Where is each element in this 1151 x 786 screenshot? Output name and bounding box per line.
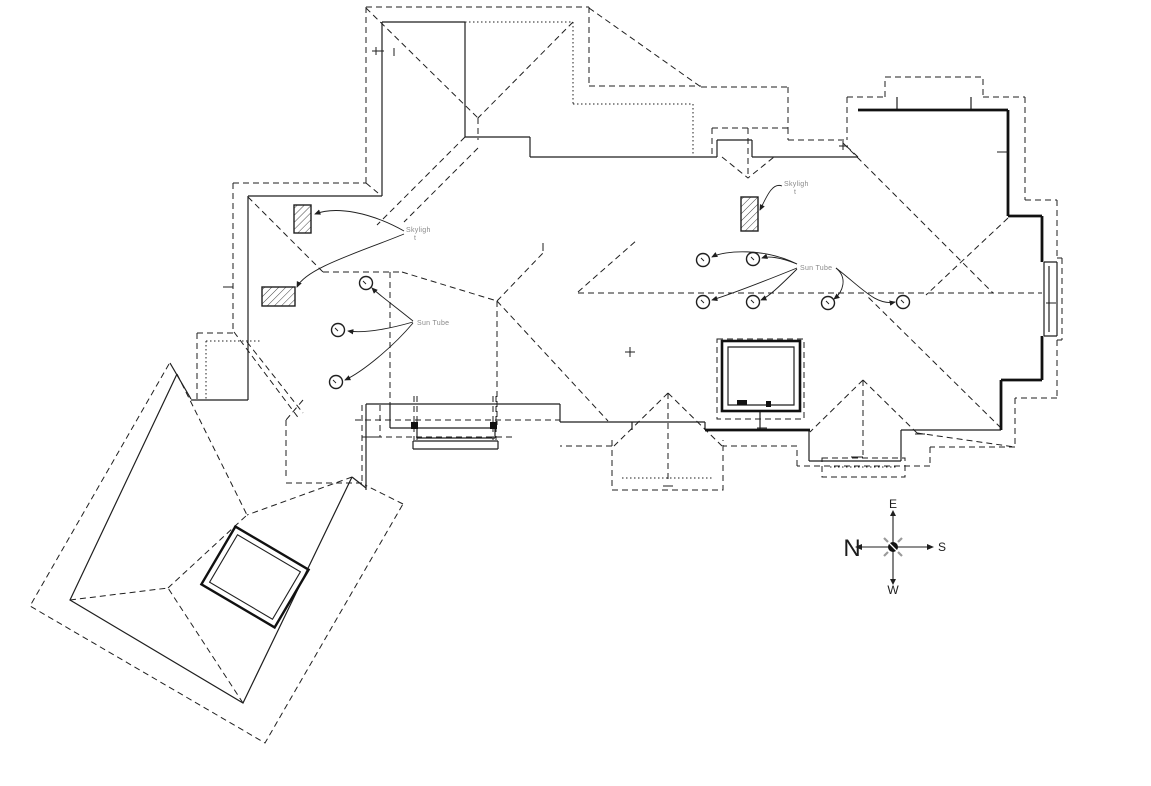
sun-tube-circle xyxy=(745,294,761,310)
skylight-label-left: Skyligh xyxy=(406,227,431,234)
sun-tubes xyxy=(328,251,911,390)
sun-tube-circle xyxy=(695,294,711,310)
skylights-hatched xyxy=(261,196,759,307)
leader-lines xyxy=(296,184,896,381)
compass-arrow-north xyxy=(855,544,862,550)
compass: N E S W xyxy=(843,497,946,597)
sun-tube-circle xyxy=(695,252,711,268)
skylight-rect-left-upper xyxy=(293,204,312,234)
sun-tube-label-right: Sun Tube xyxy=(800,265,832,272)
porch-posts xyxy=(411,422,497,429)
roof-overhang-dashed-lines xyxy=(29,6,1063,744)
skylight-label-right: Skyligh xyxy=(784,181,809,188)
compass-letter-w: W xyxy=(887,583,899,597)
sun-tube-circle xyxy=(820,295,836,311)
sun-tube-circle xyxy=(358,275,374,291)
sun-tube-circle xyxy=(330,322,346,338)
compass-arrow-west xyxy=(890,579,896,585)
compass-arrow-east xyxy=(890,510,896,516)
compass-arrow-south xyxy=(927,544,934,550)
compass-letter-n: N xyxy=(843,535,860,562)
skylight-label-right-wrap: t xyxy=(794,189,796,196)
sun-tube-label-left: Sun Tube xyxy=(417,320,449,327)
garage-skylight xyxy=(199,524,311,630)
compass-letter-s: S xyxy=(938,540,946,554)
skylight-label-left-wrap: t xyxy=(414,235,416,242)
skylight-rect-right xyxy=(740,196,759,232)
atrium-skylight-box xyxy=(720,339,802,413)
compass-hub xyxy=(883,537,903,557)
wall-lines-thick xyxy=(705,108,1044,432)
reference-ticks xyxy=(223,47,1056,487)
annotation-labels: Skyligh t Sun Tube Skyligh t Sun Tube xyxy=(406,181,832,327)
skylight-rect-left-lower xyxy=(261,286,296,307)
sun-tube-circle xyxy=(328,374,344,390)
dotted-eave-lines xyxy=(205,21,897,479)
wall-lines-solid xyxy=(69,21,1058,704)
compass-letter-e: E xyxy=(889,497,897,511)
sun-tube-circle xyxy=(895,294,911,310)
